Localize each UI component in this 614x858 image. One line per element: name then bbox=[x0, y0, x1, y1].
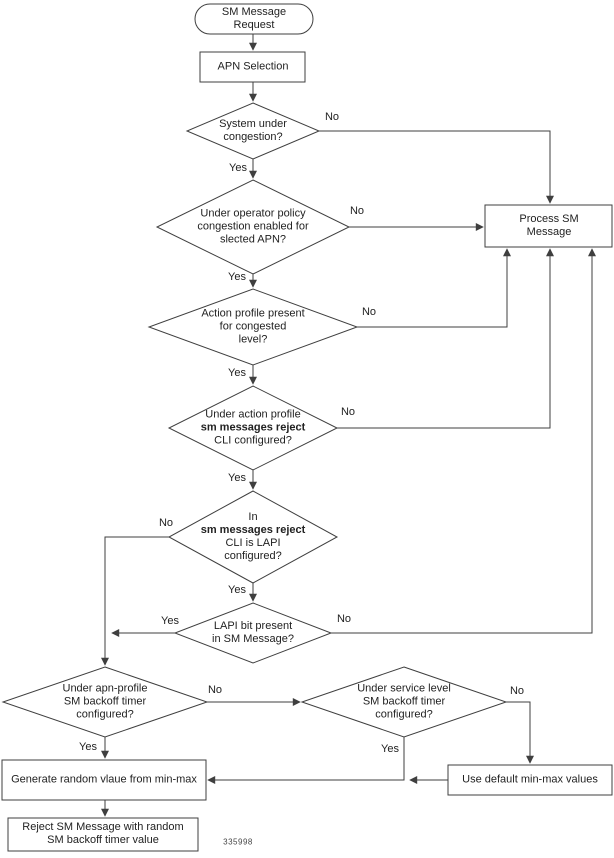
edge-d8-yes-to-generate bbox=[207, 737, 405, 784]
edge-d5-no-to-d7 bbox=[101, 536, 169, 666]
terminator-start-label: SM Message Request bbox=[222, 6, 286, 32]
process-reject-label: Reject SM Message with random SM backoff… bbox=[22, 821, 183, 847]
text-line: Generate random vlaue from min-max bbox=[11, 773, 197, 786]
text-line: congestion enabled for bbox=[197, 220, 309, 233]
text-line: in SM Message? bbox=[212, 633, 294, 645]
edge-label-d2-no: No bbox=[349, 205, 365, 217]
edge-label-d8-yes: Yes bbox=[381, 743, 399, 755]
edge-label-d1-no: No bbox=[324, 111, 340, 123]
edge-label-d3-yes: Yes bbox=[228, 367, 246, 379]
figure-number: 335998 bbox=[223, 837, 253, 847]
decision-d2-label: Under operator policy congestion enabled… bbox=[197, 208, 308, 247]
text-line: LAPI bit present bbox=[213, 620, 293, 632]
edge-d4-no-to-process bbox=[337, 248, 554, 429]
text-line: CLI configured? bbox=[214, 434, 292, 447]
decision-d2-shape bbox=[155, 179, 351, 275]
decision-d1-shape bbox=[185, 102, 321, 160]
decision-d8-shape bbox=[300, 666, 508, 738]
text-line: level? bbox=[238, 333, 268, 346]
text-line: configured? bbox=[76, 708, 134, 721]
text-line: configured? bbox=[375, 708, 433, 721]
text-line: Process SM bbox=[519, 213, 579, 225]
text-line: Action profile present bbox=[201, 307, 305, 320]
edge-label-d7-no: No bbox=[207, 684, 223, 696]
text-line: SM backoff timer value bbox=[47, 834, 159, 846]
decision-d6-label: LAPI bit present in SM Message? bbox=[212, 620, 294, 646]
text-line: Under apn-profile bbox=[62, 682, 148, 695]
process-reject-shape bbox=[7, 817, 199, 852]
process-usedefault-label: Use default min-max values bbox=[462, 774, 598, 787]
edge-label-d8-no: No bbox=[509, 685, 525, 697]
process-apn-shape bbox=[199, 51, 306, 83]
process-generate-label: Generate random vlaue from min-max bbox=[11, 774, 197, 787]
edge-label-d6-yes: Yes bbox=[161, 615, 179, 627]
process-usedefault-shape bbox=[447, 764, 613, 796]
text-line: System under bbox=[219, 118, 287, 130]
text-line: for congested bbox=[219, 320, 287, 333]
decision-d1-label: System under congestion? bbox=[219, 118, 287, 144]
text-line: Request bbox=[233, 19, 275, 31]
decision-d4-label: Under action profile sm messages reject … bbox=[201, 409, 306, 448]
text-line: SM backoff timer bbox=[362, 695, 446, 708]
text-line: Under service level bbox=[357, 682, 451, 695]
edge-label-d5-no: No bbox=[158, 517, 174, 529]
edge-label-d5-yes: Yes bbox=[228, 584, 246, 596]
edge-d6-no-to-process bbox=[331, 248, 596, 634]
text-line: congestion? bbox=[223, 131, 283, 143]
decision-d7-shape bbox=[1, 666, 209, 738]
text-line: sm messages reject bbox=[200, 524, 306, 536]
edge-d3-no-to-process bbox=[357, 248, 511, 328]
decision-d3-shape bbox=[147, 288, 359, 366]
process-apn-label: APN Selection bbox=[218, 61, 289, 74]
edge-label-d1-yes: Yes bbox=[229, 162, 247, 174]
text-line: Under action profile bbox=[205, 408, 301, 421]
decision-d4-shape bbox=[167, 385, 339, 471]
text-line: SM backoff timer bbox=[63, 695, 147, 708]
edge-label-d7-yes: Yes bbox=[79, 741, 97, 753]
text-line: configured? bbox=[224, 550, 282, 562]
process-sm-message-shape bbox=[484, 204, 613, 248]
text-line: Use default min-max values bbox=[462, 773, 598, 786]
text-line: Message bbox=[526, 226, 572, 238]
decision-d8-label: Under service level SM backoff timer con… bbox=[357, 683, 451, 722]
edge-d8-no-to-usedefault bbox=[506, 701, 534, 764]
edge-label-d6-no: No bbox=[336, 613, 352, 625]
text-line: sm messages reject bbox=[200, 421, 306, 434]
decision-d6-shape bbox=[173, 602, 333, 664]
process-sm-message-label: Process SM Message bbox=[519, 213, 578, 239]
decision-d3-label: Action profile present for congested lev… bbox=[201, 308, 304, 347]
edge-label-d4-yes: Yes bbox=[228, 472, 246, 484]
decision-d5-shape bbox=[167, 490, 339, 584]
text-line: SM Message bbox=[221, 6, 287, 18]
text-line: CLI is LAPI bbox=[225, 537, 281, 549]
decision-d7-label: Under apn-profile SM backoff timer confi… bbox=[63, 683, 148, 722]
edge-label-d4-no: No bbox=[340, 406, 356, 418]
text-line: Reject SM Message with random bbox=[22, 821, 184, 833]
edge-d1-no-to-process bbox=[319, 130, 554, 204]
text-line: In bbox=[248, 511, 258, 523]
process-generate-shape bbox=[1, 759, 207, 801]
text-line: APN Selection bbox=[217, 60, 289, 73]
decision-d5-label: In sm messages reject CLI is LAPI config… bbox=[201, 511, 306, 563]
text-line: Under operator policy bbox=[200, 207, 306, 220]
text-line: slected APN? bbox=[219, 233, 287, 246]
terminator-start-shape bbox=[194, 3, 314, 35]
edge-label-d2-yes: Yes bbox=[228, 271, 246, 283]
edge-label-d3-no: No bbox=[361, 306, 377, 318]
